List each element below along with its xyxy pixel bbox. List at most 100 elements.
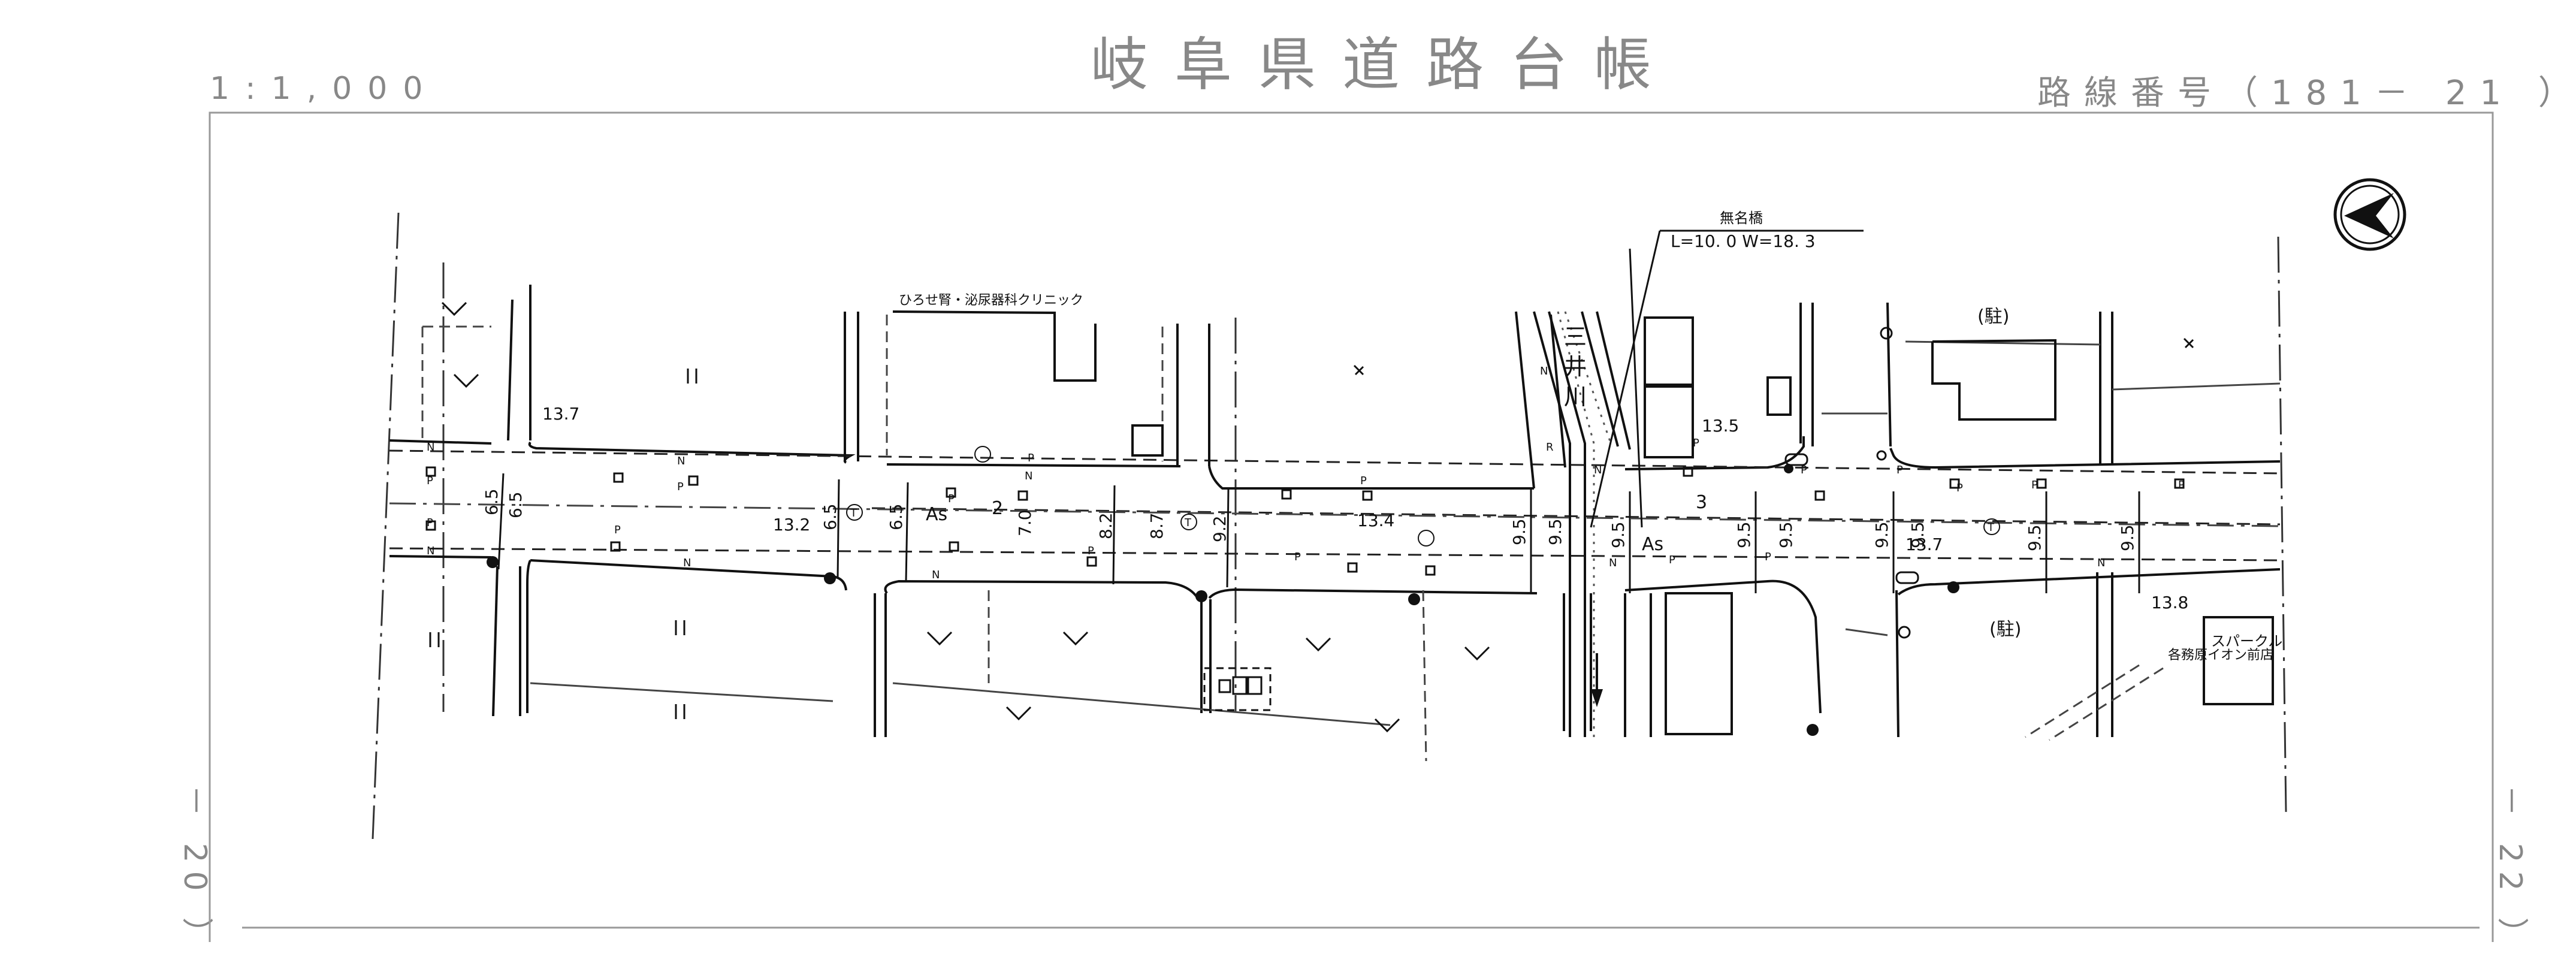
manhole-icons [1876,327,1911,639]
width-5: 7.0 [1015,509,1035,536]
mark-t: T [850,507,857,520]
map-scale: 1:1,000 [210,71,439,107]
elevation-3: 13.4 [1357,511,1394,530]
mark-n: N [2097,557,2105,569]
elevation-1: 13.7 [542,404,579,424]
elevation-5: 13.7 [1905,535,1943,554]
mark-t: T [1184,517,1192,529]
bridge-callout [1590,230,1864,528]
mark-p: P [2031,479,2038,491]
width-2: 6.5 [506,491,526,518]
width-9: 9.5 [1509,518,1529,545]
mark-n: N [427,441,434,454]
building-east-2 [1644,385,1694,458]
parking-north-label: (駐) [1977,306,2009,327]
mark-p: P [1693,437,1699,449]
sparkle-label-1: スパークル [2211,633,2282,650]
route-number: 路線番号（181－ 21 ） [2037,74,2576,113]
north-arrow-icon [2333,178,2406,251]
elevation-2: 13.2 [773,515,810,535]
hydrant-icon [1784,453,1919,584]
width-13: 9.5 [1776,521,1796,548]
mark-p: P [2178,479,2185,491]
utility-pole-icons [487,464,1959,736]
map-marks: P P P P P P P P P P P P P P P P P N N N … [427,365,2185,581]
mark-t: T [1987,521,1995,534]
lane-number-2: 2 [992,498,1003,519]
width-16: 9.5 [2025,524,2045,551]
mark-n: N [932,569,940,581]
mark-p: P [427,517,433,529]
mark-p: P [1028,452,1034,464]
clinic-label: ひろせ腎・泌尿器科クリニック [899,293,1083,308]
mark-n: N [1025,470,1032,482]
mark-p: P [1956,482,1963,494]
width-8: 9.2 [1210,515,1230,542]
width-1: 6.5 [482,488,502,515]
pavement-as-1: As [926,504,947,525]
sparkle-building [2203,616,2274,705]
width-14: 9.5 [1872,521,1892,548]
building-east-3 [1766,376,1792,416]
mark-p: P [614,524,621,536]
sparkle-label-2: 各務原イオン前店 [2168,648,2273,663]
elevation-4: 13.5 [1702,416,1739,436]
lane-number-3: 3 [1696,492,1707,513]
road-centerline [389,502,2281,527]
mark-p: P [1088,545,1094,557]
mark-n: N [1609,557,1617,569]
sheet-frame [209,111,2494,942]
mark-n: N [1540,365,1548,378]
width-6: 8.2 [1096,512,1116,539]
mark-p: P [1765,551,1771,563]
building-south-1 [1665,592,1733,735]
mark-r: R [1546,441,1554,454]
clinic-building [892,310,1097,382]
pavement-as-2: As [1642,534,1663,555]
mark-p: P [1801,464,1807,476]
flow-arrow-icon [1591,653,1603,707]
parking-building [1931,339,2056,421]
mark-circles [846,446,2000,547]
road-edges [389,436,2281,714]
mark-p: P [948,493,955,505]
mark-p: P [677,481,684,493]
bridge-dims: L=10. 0 W=18. 3 [1671,231,1816,251]
mark-p: P [1896,464,1903,476]
cross-streets [492,285,2113,738]
width-dimensions: 6.5 6.5 6.5 6.5 7.0 8.2 8.7 9.2 9.5 9.5 … [482,488,2137,551]
mark-n: N [683,557,691,569]
river-name-1: 三 [1564,324,1587,350]
mark-n: N [677,455,685,467]
mark-p: P [1360,475,1367,487]
mark-p: P [1669,554,1675,566]
width-7: 8.7 [1147,512,1167,539]
dimension-ticks [497,473,2140,593]
parking-south-label: (駐) [1989,619,2021,640]
bridge-name: 無名橋 [1720,210,1763,227]
adjacent-sheet-left: － 20 ） [177,785,213,957]
curb-markers [425,466,2185,576]
adjacent-sheet-right: － 22 ） [2492,785,2528,957]
mark-n: N [1594,464,1602,476]
width-10: 9.5 [1545,518,1565,545]
landuse-symbols [429,301,2194,733]
width-3: 6.5 [820,503,840,530]
river [1533,311,1631,737]
boundary-lines [372,212,2287,840]
river-hatch [1557,311,1613,737]
elevation-6: 13.8 [2151,593,2188,612]
river-name-3: 川 [1564,384,1587,410]
building-east-1 [1644,316,1694,386]
mark-p: P [427,475,433,487]
width-12: 9.5 [1734,521,1754,548]
mark-n: N [427,545,434,557]
width-17: 9.5 [2118,524,2137,551]
river-name-2: 井 [1564,354,1587,380]
small-structure [1131,424,1164,457]
mark-p: P [1294,551,1301,563]
width-4: 6.5 [886,503,906,530]
buildings [892,310,2274,735]
parcel-lines-dashed [421,315,2164,762]
